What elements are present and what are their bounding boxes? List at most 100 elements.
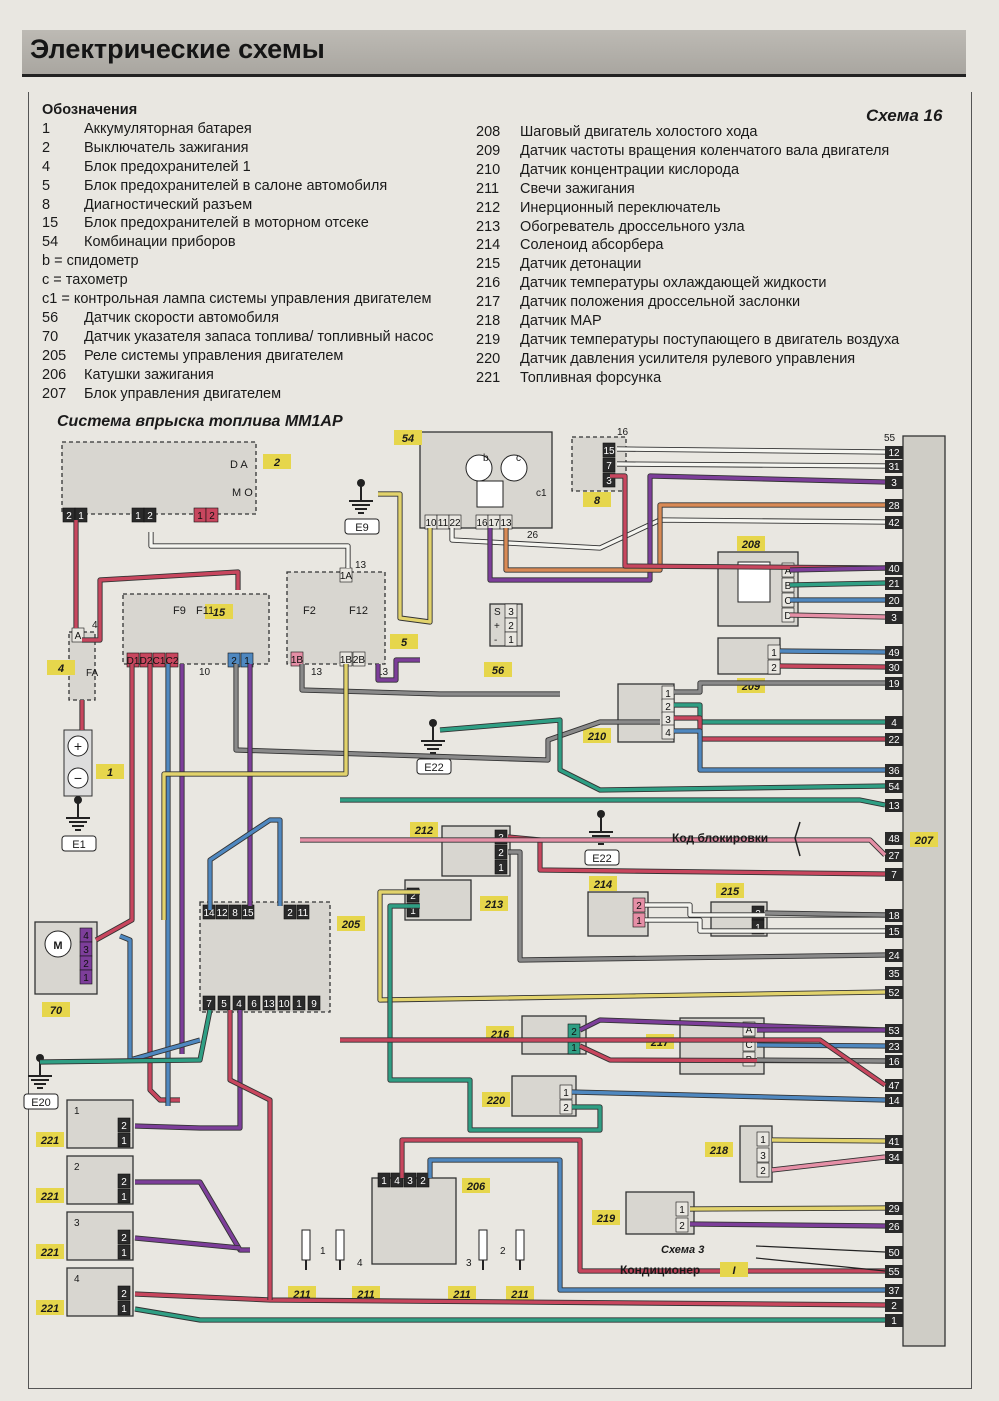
pin-label: c: [516, 453, 521, 464]
aircon-label: Кондиционер: [620, 1263, 700, 1277]
pin-label: 1: [296, 999, 302, 1010]
wire-outline: [94, 664, 135, 943]
ecu-pin: [885, 1299, 903, 1312]
fuse-box-15: [122, 593, 270, 665]
ecu-pin: [885, 577, 903, 590]
component-tag-bg: [482, 1092, 510, 1107]
ecu-pin-label: 14: [888, 1096, 900, 1107]
component-tag-bg: [390, 634, 418, 649]
pin-label: 1: [563, 1088, 569, 1099]
pin-label: 26: [527, 530, 539, 541]
pin-label: c1: [536, 488, 547, 499]
scheme-frame: [28, 92, 972, 1389]
component-tag: 221: [40, 1247, 59, 1259]
legend-item: 218 Датчик MAP: [476, 312, 899, 331]
component-tag: 208: [741, 539, 761, 551]
pin-label: 11: [438, 518, 449, 529]
legend-text: Шаговый двигатель холостого хода: [520, 124, 758, 140]
legend-number: 218: [476, 313, 501, 330]
ecu-pin: [885, 646, 903, 659]
ecu-pin: [885, 594, 903, 607]
ecu-pin-label: 52: [888, 988, 900, 999]
pin-label: 2: [636, 901, 642, 912]
ecu-pin-label: 24: [888, 951, 900, 962]
pin: [602, 442, 616, 458]
ecu-pin-label: 12: [888, 448, 900, 459]
component-tag: 211: [452, 1289, 471, 1301]
pin: [352, 651, 366, 667]
legend-number: 215: [476, 256, 501, 273]
pin-label: F11: [196, 605, 214, 617]
component-tag: 221: [40, 1135, 59, 1147]
pin-label: 2B: [353, 655, 366, 666]
ecu-pin-label: 22: [888, 735, 900, 746]
pin-label: 1: [381, 1176, 387, 1187]
immobilizer-code-label: Код блокировки: [672, 831, 768, 845]
ecu-pin: [885, 868, 903, 881]
pin-label: 1: [74, 1106, 80, 1117]
legend-text: Датчик MAP: [520, 313, 602, 330]
legend-number: 214: [476, 237, 501, 254]
pin: [117, 1173, 131, 1189]
component-tag: 219: [596, 1213, 616, 1225]
pin-label: 2: [420, 1176, 426, 1187]
wire: [234, 664, 660, 762]
pin-label: A: [746, 1025, 753, 1036]
legend-text: c = тахометр: [42, 272, 128, 289]
pin: [165, 652, 179, 668]
pin: [240, 652, 254, 668]
pin-label: 1B: [291, 655, 304, 666]
ecu-pin: [885, 716, 903, 729]
ecu-pin-label: 53: [888, 1026, 900, 1037]
legend-text: Диагностический разъем: [84, 196, 253, 213]
pin: [756, 1162, 770, 1178]
wire: [340, 1038, 886, 1087]
pin: [504, 631, 518, 647]
ecu-pin-label: 27: [888, 851, 900, 862]
pin-label: 10: [425, 518, 437, 529]
component-tag-bg: [263, 454, 291, 469]
pin-label: 2: [571, 1027, 577, 1038]
pin: [117, 1300, 131, 1316]
ecu-pin: [885, 780, 903, 793]
wire: [400, 1138, 885, 1273]
pin-label: 2: [121, 1121, 127, 1132]
ecu-pin: [885, 1135, 903, 1148]
pin-label: 1: [197, 511, 203, 522]
pin-label: 2: [74, 1162, 80, 1173]
pin-label: 12: [216, 908, 228, 919]
pin-label: 1: [135, 511, 141, 522]
pin-label: 4: [92, 620, 98, 631]
component-tag-bg: [47, 660, 75, 675]
pin-label: 3: [508, 607, 514, 618]
pin: [117, 1132, 131, 1148]
legend-text: Датчик температуры поступающего в двигат…: [520, 331, 900, 348]
spark-plug-icon: [301, 1229, 311, 1261]
legend-number: 8: [42, 196, 51, 213]
pin-label: A: [75, 631, 82, 642]
pin-label: 3: [74, 1218, 80, 1229]
aircon-wire: [755, 1257, 886, 1272]
pin-label: M: [53, 940, 62, 952]
wire: [616, 462, 886, 468]
pin-label: 15: [603, 446, 615, 457]
pin-label: 2: [209, 511, 215, 522]
wire-outline: [503, 502, 885, 573]
ecu-pin-label: 49: [888, 648, 900, 659]
wire: [610, 474, 886, 570]
pin: [143, 507, 157, 523]
ground-label-box: [416, 758, 452, 775]
ecu-pin: [885, 909, 903, 922]
component-tag-bg: [737, 536, 765, 551]
pin: [117, 1188, 131, 1204]
wire: [579, 1018, 886, 1032]
component-tag: 54: [402, 433, 414, 445]
wire: [134, 1307, 885, 1322]
